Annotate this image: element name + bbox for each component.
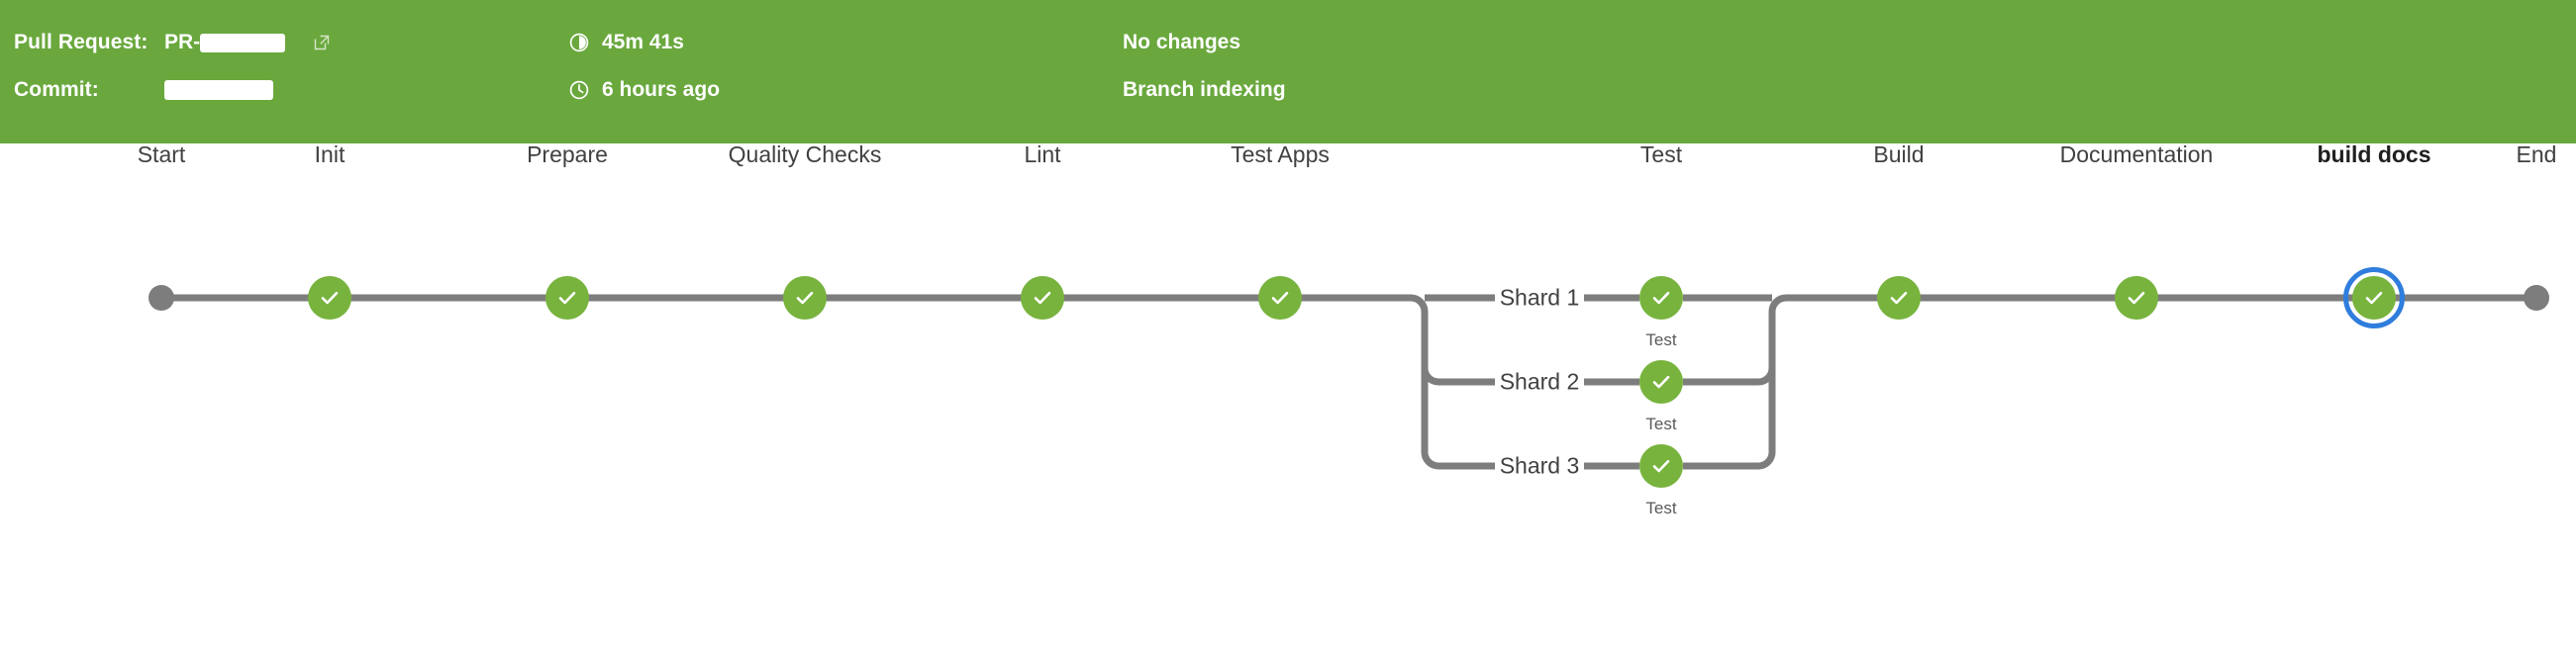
check-icon <box>1648 369 1674 395</box>
pipeline-node-shard-2-test[interactable] <box>1639 360 1683 404</box>
pipeline-node-shard-1-test[interactable] <box>1639 276 1683 320</box>
stage-label-documentation: Documentation <box>2059 141 2214 167</box>
duration-text: 45m 41s <box>602 31 684 53</box>
check-icon <box>2361 285 2387 311</box>
pull-request-row: Pull Request: PR- <box>14 28 331 57</box>
pipeline-node-build-docs[interactable] <box>2352 276 2396 320</box>
commit-label: Commit: <box>14 78 99 101</box>
node-sublabel-shard-1: Test <box>1645 330 1677 349</box>
stage-label-lint: Lint <box>1024 141 1061 167</box>
pull-request-label: Pull Request: <box>14 31 149 53</box>
stage-label-build: Build <box>1873 141 1925 167</box>
branch-label-shard-3: Shard 3 <box>1499 452 1580 479</box>
node-sublabel-shard-2: Test <box>1645 415 1677 433</box>
pipeline-node-lint[interactable] <box>1021 276 1064 320</box>
stage-label-init: Init <box>314 141 346 167</box>
pipeline-node-prepare[interactable] <box>545 276 589 320</box>
timestamp-text: 6 hours ago <box>602 78 721 101</box>
build-summary-header: Pull Request: PR- Commit: 45m <box>0 0 2576 143</box>
pipeline-node-init[interactable] <box>308 276 351 320</box>
stage-label-end: End <box>2516 141 2557 167</box>
node-sublabel-shard-3: Test <box>1645 499 1677 517</box>
pipeline-node-start[interactable] <box>149 285 174 311</box>
header-column-timing: 45m 41s 6 hours ago <box>568 0 1123 143</box>
external-link-icon[interactable] <box>313 34 331 51</box>
stage-label-quality-checks: Quality Checks <box>728 141 882 167</box>
pipeline-node-build[interactable] <box>1877 276 1921 320</box>
pipeline-node-documentation[interactable] <box>2115 276 2158 320</box>
pipeline-stage-graph: Start Init Prepare Quality Checks Lint T… <box>0 143 2576 653</box>
stage-label-start: Start <box>137 141 186 167</box>
stage-label-prepare: Prepare <box>527 141 608 167</box>
pipeline-node-test-apps[interactable] <box>1258 276 1302 320</box>
pipeline-connectors <box>161 294 2536 470</box>
selected-node-ring <box>2343 267 2405 328</box>
pipeline-node-quality-checks[interactable] <box>783 276 827 320</box>
stopwatch-icon <box>568 32 590 53</box>
pipeline-node-shard-3-test[interactable] <box>1639 444 1683 488</box>
branch-label-shard-2: Shard 2 <box>1499 368 1580 395</box>
timestamp-row: 6 hours ago <box>568 75 720 105</box>
cause-text: Branch indexing <box>1123 78 1286 101</box>
check-icon <box>1030 285 1055 311</box>
check-icon <box>1267 285 1293 311</box>
duration-row: 45m 41s <box>568 28 684 57</box>
stage-label-test-apps: Test Apps <box>1231 141 1330 167</box>
check-icon <box>554 285 580 311</box>
check-icon <box>317 285 343 311</box>
stage-label-build-docs: build docs <box>2317 141 2431 167</box>
check-icon <box>2124 285 2149 311</box>
branch-label-shard-1: Shard 1 <box>1499 284 1580 311</box>
stage-label-test: Test <box>1639 141 1683 167</box>
check-icon <box>792 285 818 311</box>
header-column-status: No changes Branch indexing <box>1123 0 1816 143</box>
pipeline-node-end[interactable] <box>2524 285 2549 311</box>
clock-icon <box>568 79 590 101</box>
changes-row: No changes <box>1123 28 1240 57</box>
check-icon <box>1886 285 1912 311</box>
header-column-source: Pull Request: PR- Commit: <box>14 0 568 143</box>
cause-row: Branch indexing <box>1123 75 1286 105</box>
check-icon <box>1648 453 1674 479</box>
check-icon <box>1648 285 1674 311</box>
pull-request-value-prefix: PR- <box>164 31 201 53</box>
commit-row: Commit: <box>14 75 273 105</box>
commit-hash-redacted <box>164 80 273 100</box>
pull-request-number-redacted <box>200 33 286 52</box>
changes-text: No changes <box>1123 31 1241 53</box>
